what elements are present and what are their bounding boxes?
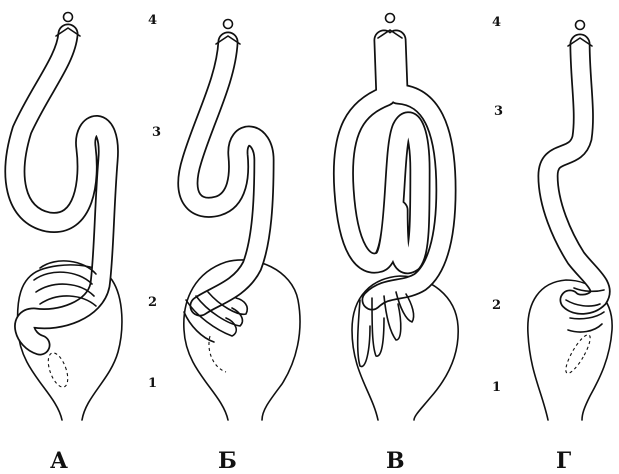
level-labels-g: 4 3 2 1: [492, 15, 503, 395]
panel-g-tube: [548, 44, 600, 304]
panel-letter-g: Г: [556, 448, 571, 474]
panel-a-top-ring: [64, 13, 73, 22]
panel-v-tube: [343, 40, 446, 300]
panel-letter-b: Б: [218, 448, 237, 474]
panel-letter-v: В: [386, 448, 405, 474]
panel-a: [15, 13, 122, 421]
level-labels-a: 4 3 2 1: [148, 13, 161, 391]
level-label: 2: [492, 298, 501, 313]
panel-letter-a: А: [50, 448, 68, 474]
panel-v-top-ring: [386, 14, 395, 23]
panel-b: [184, 20, 300, 421]
level-label: 3: [152, 125, 161, 140]
level-label: 4: [492, 15, 501, 30]
panel-v: [343, 14, 458, 421]
panel-b-top-ring: [224, 20, 233, 29]
level-label: 4: [148, 13, 157, 28]
level-label: 2: [148, 295, 157, 310]
level-label: 1: [148, 376, 157, 391]
panel-g: [528, 21, 612, 421]
level-label: 3: [494, 104, 503, 119]
level-label: 1: [492, 380, 501, 395]
panel-g-top-ring: [576, 21, 585, 30]
